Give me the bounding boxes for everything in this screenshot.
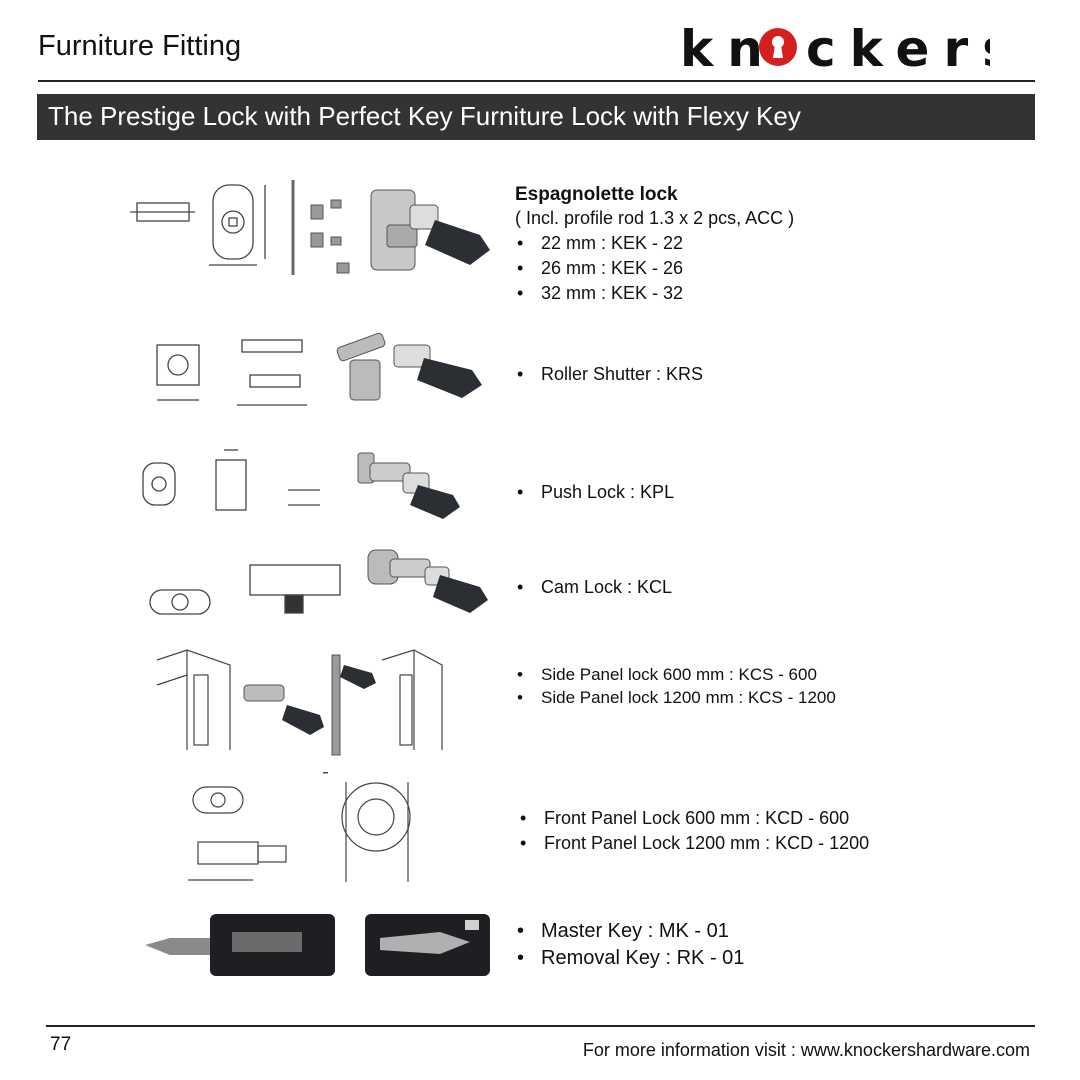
page-title: Furniture Fitting — [38, 30, 242, 62]
footer-info: For more information visit : www.knocker… — [582, 1040, 1030, 1060]
product-title: Espagnolette lock — [515, 184, 678, 205]
push-lock-specs: Push Lock : KPL — [515, 480, 674, 505]
side-panel-lock-specs: Side Panel lock 600 mm : KCS - 600 Side … — [515, 663, 836, 709]
list-item: 32 mm : KEK - 32 — [515, 281, 794, 306]
list-item: Cam Lock : KCL — [515, 575, 672, 600]
list-item: 22 mm : KEK - 22 — [515, 231, 794, 256]
list-item: Push Lock : KPL — [515, 480, 674, 505]
espagnolette-specs: Espagnolette lock ( Incl. profile rod 1.… — [515, 183, 794, 306]
list-item: Master Key : MK - 01 — [515, 918, 744, 945]
page-number: 77 — [50, 1034, 72, 1055]
banner-title: The Prestige Lock with Perfect Key Furni… — [48, 101, 801, 131]
footer-rule — [46, 1025, 1035, 1027]
espagnolette-lock-illustration — [125, 175, 495, 285]
list-item: Side Panel lock 1200 mm : KCS - 1200 — [515, 686, 836, 709]
list-item: Roller Shutter : KRS — [515, 362, 703, 387]
roller-shutter-illustration — [132, 330, 492, 415]
roller-shutter-specs: Roller Shutter : KRS — [515, 362, 703, 387]
svg-text:ckers: ckers — [806, 20, 990, 76]
list-item: Front Panel Lock 600 mm : KCD - 600 — [518, 806, 869, 831]
push-lock-illustration — [138, 445, 468, 525]
front-panel-lock-specs: Front Panel Lock 600 mm : KCD - 600 Fron… — [518, 806, 869, 856]
key-illustration — [140, 910, 500, 982]
cam-lock-specs: Cam Lock : KCL — [515, 575, 672, 600]
product-subtitle: ( Incl. profile rod 1.3 x 2 pcs, ACC ) — [515, 208, 795, 228]
side-panel-lock-illustration — [152, 645, 452, 760]
svg-text:kn: kn — [680, 20, 777, 76]
list-item: Front Panel Lock 1200 mm : KCD - 1200 — [518, 831, 869, 856]
front-panel-lock-illustration — [178, 772, 428, 890]
list-item: Side Panel lock 600 mm : KCS - 600 — [515, 663, 836, 686]
key-specs: Master Key : MK - 01 Removal Key : RK - … — [515, 918, 744, 972]
cam-lock-illustration — [140, 545, 495, 625]
list-item: Removal Key : RK - 01 — [515, 945, 744, 972]
header-rule — [38, 80, 1035, 82]
section-banner: The Prestige Lock with Perfect Key Furni… — [37, 94, 1035, 140]
keyhole-icon — [759, 28, 797, 66]
knockers-logo: kn ckers — [680, 20, 990, 76]
list-item: 26 mm : KEK - 26 — [515, 256, 794, 281]
